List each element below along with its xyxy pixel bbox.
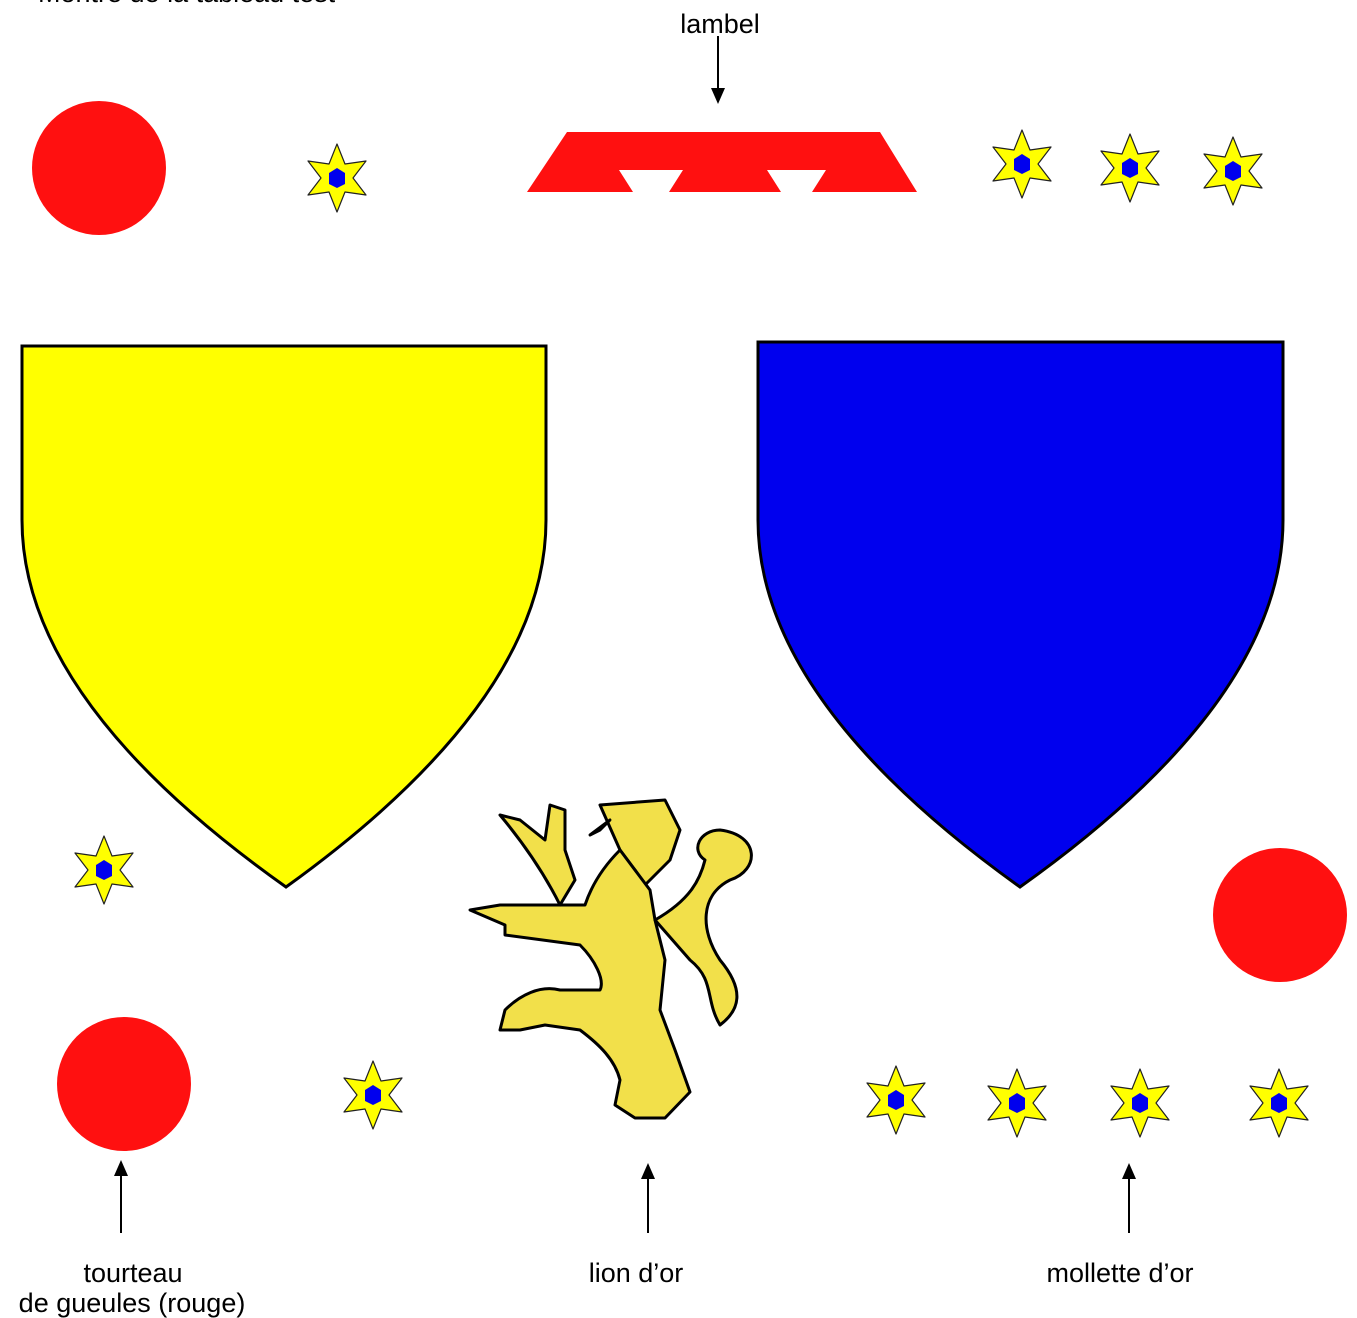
arrow-mollette bbox=[1122, 1163, 1136, 1233]
lambel-gueules bbox=[527, 132, 917, 192]
mollette-2 bbox=[993, 130, 1051, 198]
tourteau-right bbox=[1213, 848, 1347, 982]
label-lambel: lambel bbox=[668, 9, 772, 39]
mollette-5 bbox=[75, 836, 133, 904]
mollette-8 bbox=[988, 1069, 1046, 1137]
mollette-7 bbox=[867, 1066, 925, 1134]
mollette-1 bbox=[308, 144, 366, 212]
label-lion: lion d’or bbox=[566, 1258, 706, 1288]
mollette-9 bbox=[1111, 1069, 1169, 1137]
mollette-6 bbox=[344, 1061, 402, 1129]
mollette-10 bbox=[1250, 1069, 1308, 1137]
mollette-4 bbox=[1204, 137, 1262, 205]
arrow-lion bbox=[641, 1163, 655, 1233]
label-tourteau-line2: de gueules (rouge) bbox=[0, 1288, 264, 1318]
label-tourteau-line1: tourteau bbox=[33, 1258, 233, 1288]
arrow-tourteau bbox=[114, 1160, 128, 1233]
lion-rampant bbox=[470, 800, 751, 1118]
shield-azur bbox=[758, 342, 1283, 887]
mollette-3 bbox=[1101, 134, 1159, 202]
tourteau-top-left bbox=[32, 101, 166, 235]
arrow-lambel bbox=[711, 36, 725, 104]
label-mollette: mollette d’or bbox=[1025, 1258, 1215, 1288]
tourteau-bottom-left bbox=[57, 1017, 191, 1151]
shield-or bbox=[22, 346, 546, 887]
